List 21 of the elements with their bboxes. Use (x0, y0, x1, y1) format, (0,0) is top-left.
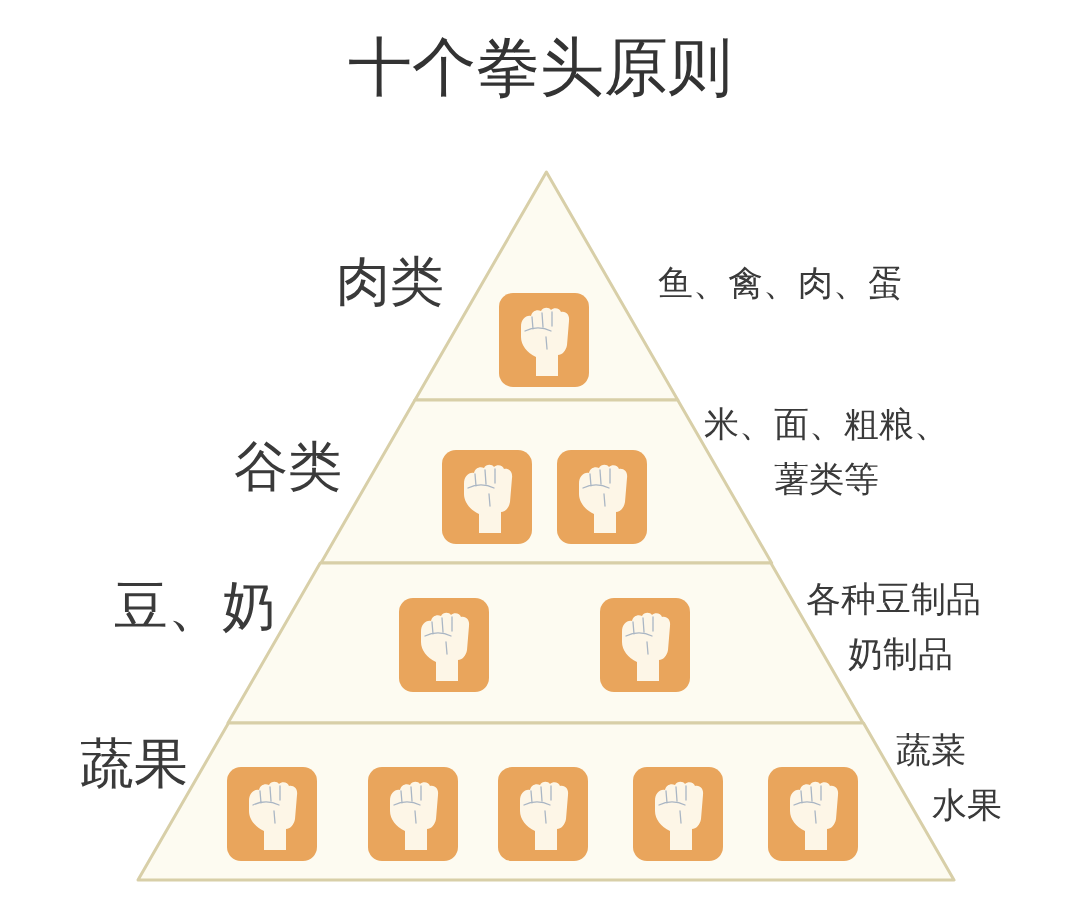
tier-description: 鱼、禽、肉、蛋 (658, 261, 903, 305)
tier-description: 米、面、粗粮、薯类等 (702, 403, 950, 501)
fist-icon (399, 598, 489, 692)
tier-description: 蔬菜 (896, 729, 966, 772)
tier-description: 各种豆制品 (806, 578, 981, 621)
tier-description: 水果 (932, 784, 1002, 827)
title: 十个拳头原则 (348, 29, 732, 106)
tier-label: 豆、奶 (114, 575, 276, 639)
fist-icon (498, 767, 588, 861)
fist-icon (442, 450, 532, 544)
fist-icon (499, 293, 589, 387)
tier-description: 奶制品 (848, 633, 953, 676)
tier-label: 蔬果 (80, 732, 188, 796)
fist-icon (368, 767, 458, 861)
tier-label: 谷类 (234, 435, 342, 499)
fist-icon (633, 767, 723, 861)
fist-icon (227, 767, 317, 861)
fist-icon (557, 450, 647, 544)
fist-icon (600, 598, 690, 692)
fist-icon (768, 767, 858, 861)
tier-label: 肉类 (336, 250, 444, 314)
